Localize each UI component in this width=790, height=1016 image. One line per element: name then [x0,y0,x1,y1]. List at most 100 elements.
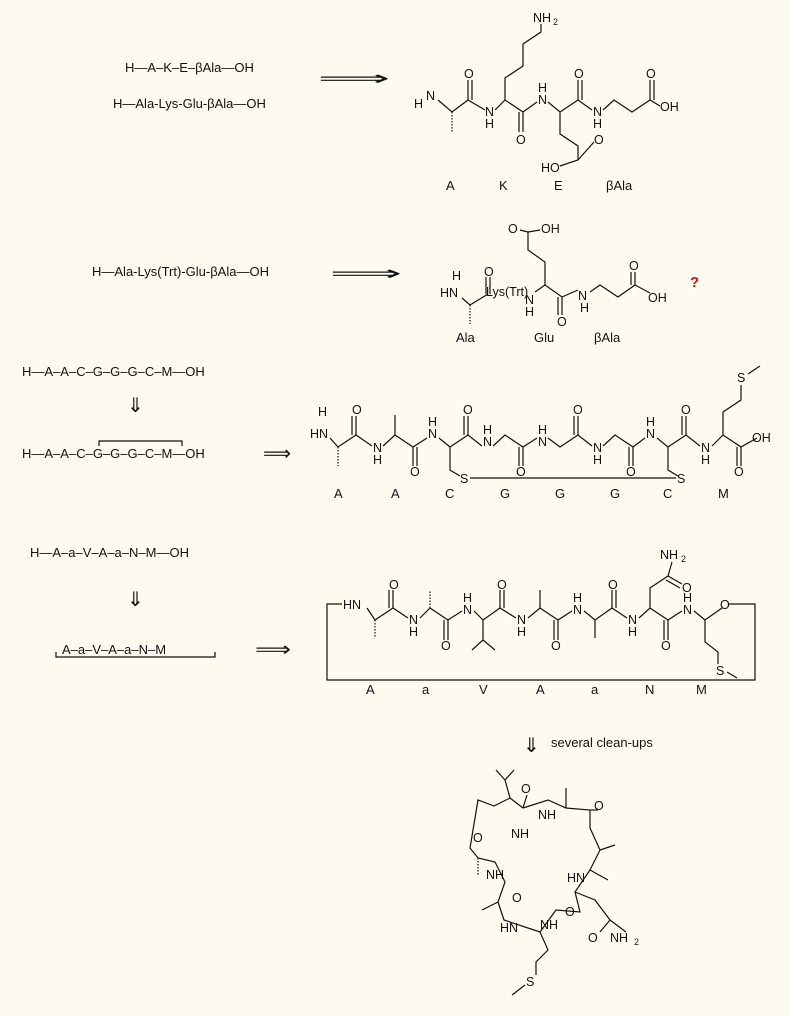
right-arrow-icon: ⟹ [263,443,291,465]
atom-label: O [594,133,604,147]
residue-label: A [446,178,455,193]
atom-label: H [517,625,526,639]
atom-label: O [588,931,598,945]
sequence-linear-d: H—A–a–V–A–a–N–M—OH [30,545,189,560]
sequence-disulfide: H—A–A–C–G–G–G–C–M—OH [22,446,205,461]
atom-label: O [629,259,639,273]
atom-label: N [409,613,418,627]
atom-label: O [720,598,730,612]
atom-label: O [516,133,526,147]
residue-label: βAla [594,330,621,345]
atom-label: NH [511,827,529,841]
residue-label: A [536,682,545,697]
atom-label: H [683,591,692,605]
atom-label: O [565,905,575,919]
cyclic-bracket [55,652,216,658]
atom-label: N [373,441,382,455]
atom-label: NH [486,868,504,882]
residue-label: M [696,682,707,697]
atom-label: O [410,465,420,479]
structure-protected: H HN O Lys(Trt) N H O OH O N H O OH [440,222,667,329]
lys-trt-label: Lys(Trt) [486,285,528,299]
atom-label: OH [648,291,667,305]
atom-label: H [580,301,589,315]
atom-label: O [574,67,584,81]
down-arrow-icon: ⇓ [127,395,144,417]
atom-label: HN [343,598,361,612]
residue-label: G [500,486,510,501]
atom-label: H [628,625,637,639]
atom-label: OH [660,100,679,114]
sequence-one-letter: H—A–K–E–βAla—OH [125,60,254,75]
atom-label: N [426,89,435,103]
atom-label: S [716,664,724,678]
atom-label: N [628,613,637,627]
atom-label: NH [660,548,678,562]
atom-label: H [452,269,461,283]
atom-label: O [551,639,561,653]
atom-label: N [646,427,655,441]
question-mark: ? [690,274,699,291]
atom-label: H [373,453,382,467]
sequence-cyclic: A–a–V–A–a–N–M [62,642,166,657]
atom-label: O [352,403,362,417]
atom-label: HN [500,921,518,935]
residue-label: V [479,682,488,697]
atom-label: O [573,403,583,417]
atom-label: O [626,465,636,479]
atom-label: S [526,975,534,989]
atom-label: N [525,293,534,307]
down-arrow-icon: ⇓ [523,735,540,757]
atom-label: NH [610,931,628,945]
atom-label: H [646,415,655,429]
atom-label: O [473,831,483,845]
residue-label: A [391,486,400,501]
atom-label: H [701,453,710,467]
atom-label: O [464,67,474,81]
atom-label: H [485,117,494,131]
atom-label: O [682,581,692,595]
atom-label: O [497,578,507,592]
atom-label: H [525,305,534,319]
structure-disulfide: H HN O N H O N H O N H O N H O N H O N H… [310,365,771,486]
atom-label: H [428,415,437,429]
atom-label: OH [752,431,771,445]
sequence-protected: H—Ala-Lys(Trt)-Glu-βAla—OH [92,264,269,279]
residue-label: G [555,486,565,501]
atom-label: H [593,117,602,131]
sequence-three-letter: H—Ala-Lys-Glu-βAla—OH [113,96,266,111]
residue-label: Ala [456,330,476,345]
residue-label: A [366,682,375,697]
atom-label: N [573,603,582,617]
atom-label: HO [541,161,560,175]
atom-label: N [517,613,526,627]
atom-label: NH [540,918,558,932]
atom-label: O [521,782,531,796]
residue-label: C [663,486,672,501]
atom-label: HN [567,871,585,885]
atom-label: S [737,371,745,385]
atom-label: H [538,423,547,437]
residue-label: A [334,486,343,501]
atom-label: O [734,465,744,479]
atom-label: H [573,591,582,605]
atom-label: O [389,578,399,592]
disulfide-bracket [98,440,183,446]
atom-label: H [483,423,492,437]
atom-label: O [661,639,671,653]
down-arrow-icon: ⇓ [127,589,144,611]
atom-label: O [516,465,526,479]
atom-label: O [646,67,656,81]
cleanup-note: several clean-ups [551,735,653,750]
atom-label: H [463,591,472,605]
residue-label: N [645,682,654,697]
atom-label: 2 [681,554,686,564]
residue-label: Glu [534,330,554,345]
atom-label: N [578,289,587,303]
residue-label: M [718,486,729,501]
atom-label: N [538,93,547,107]
atom-label: S [677,472,685,486]
atom-label: H [593,453,602,467]
